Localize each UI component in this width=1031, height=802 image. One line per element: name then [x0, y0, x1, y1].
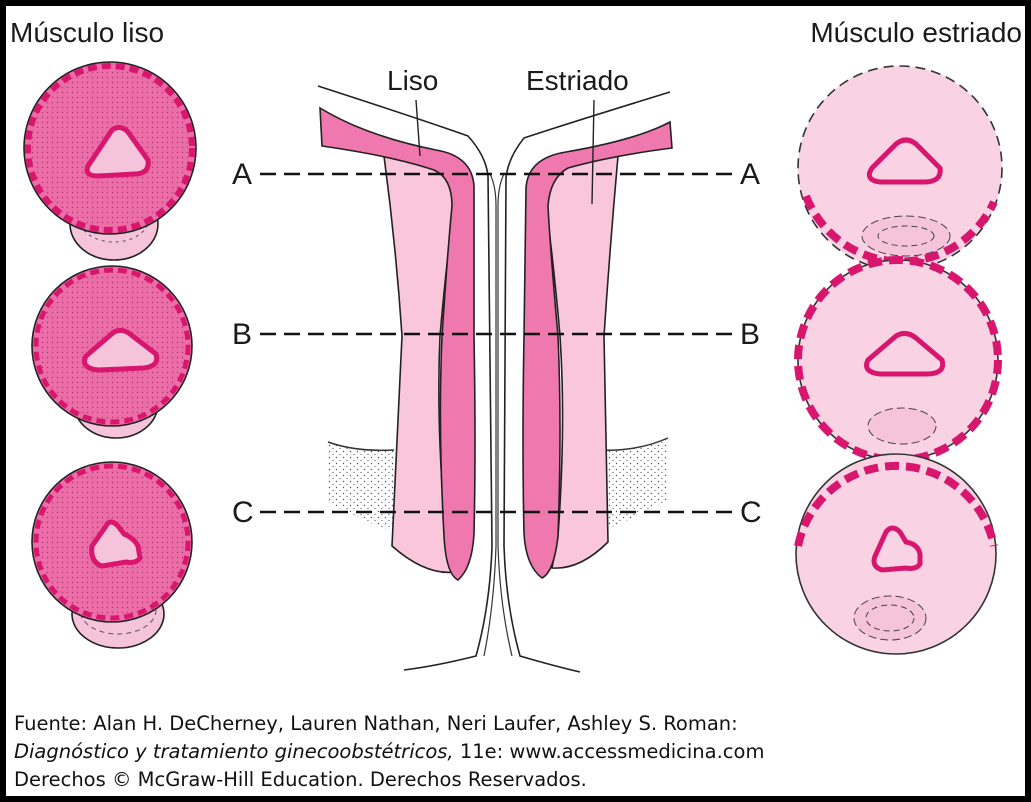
- striated-section-a: [798, 66, 1002, 270]
- urethra-sphincter-diagram: Músculo liso Músculo estriado Liso Estri…: [6, 6, 1025, 706]
- smooth-section-c: [32, 462, 192, 648]
- caption-line-1: Fuente: Alan H. DeCherney, Lauren Nathan…: [14, 710, 1024, 738]
- level-c-label-left: C: [232, 496, 254, 529]
- caption-book-title: Diagnóstico y tratamiento ginecoobstétri…: [14, 740, 454, 763]
- striated-muscle-title: Músculo estriado: [810, 17, 1022, 48]
- liso-label: Liso: [387, 65, 438, 96]
- level-lines: A A B B C C: [232, 158, 762, 529]
- smooth-section-a: [24, 62, 196, 260]
- longitudinal-section: Liso Estriado: [318, 65, 672, 672]
- left-stippled-tissue: [328, 442, 398, 534]
- caption-line-3: Derechos © McGraw-Hill Education. Derech…: [14, 766, 1024, 794]
- level-b-label-right: B: [740, 318, 760, 351]
- level-a-label-right: A: [740, 158, 760, 191]
- striated-section-b: [798, 260, 998, 460]
- estriado-label: Estriado: [526, 65, 629, 96]
- source-caption: Fuente: Alan H. DeCherney, Lauren Nathan…: [14, 710, 1024, 794]
- level-c-label-right: C: [740, 496, 762, 529]
- caption-edition-url: 11e: www.accessmedicina.com: [454, 740, 765, 763]
- caption-line-2: Diagnóstico y tratamiento ginecoobstétri…: [14, 738, 1024, 766]
- level-b-label-left: B: [232, 318, 252, 351]
- smooth-section-b: [32, 266, 192, 438]
- striated-section-c: [796, 454, 996, 654]
- smooth-muscle-title: Músculo liso: [10, 17, 164, 48]
- level-a-label-left: A: [232, 158, 252, 191]
